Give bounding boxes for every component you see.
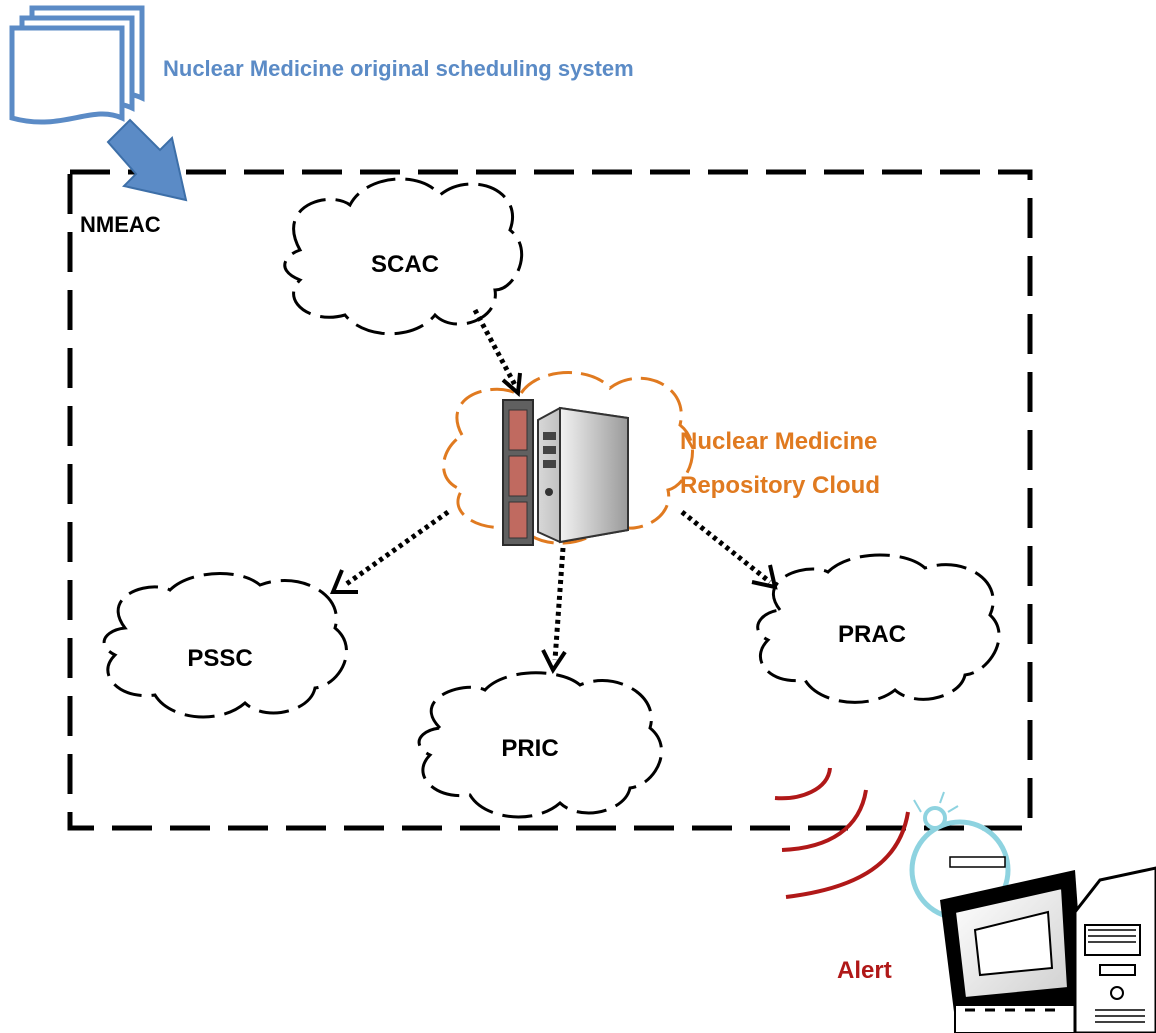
arrow-repository-to-prac <box>680 510 772 584</box>
arrow-repository-to-prac-head <box>751 564 778 590</box>
arrow-repository-to-pssc-head <box>330 569 358 594</box>
prac-cloud: PRAC <box>756 553 1001 704</box>
nmeac-label: NMEAC <box>80 212 161 237</box>
pssc-cloud: PSSC <box>102 572 348 719</box>
arrow-scac-to-repository-head <box>501 372 522 398</box>
source-label: Nuclear Medicine original scheduling sys… <box>163 56 634 81</box>
alert-label: Alert <box>837 957 892 984</box>
repository-label-line1: Nuclear Medicine <box>680 428 877 455</box>
pric-cloud: PRIC <box>417 671 663 819</box>
server-tower-icon <box>502 399 629 546</box>
connector-arrows <box>330 308 778 674</box>
alert-signal-icon <box>774 767 910 899</box>
repository-cloud <box>442 371 694 545</box>
pric-label: PRIC <box>501 735 558 762</box>
scac-cloud: SCAC <box>283 177 525 336</box>
arrow-repository-to-pssc <box>343 509 450 588</box>
nmeac-boundary <box>67 169 1033 831</box>
repository-label-line2: Repository Cloud <box>680 472 880 499</box>
arrow-repository-to-pric-head <box>541 649 567 674</box>
arrow-scac-to-repository <box>472 308 518 387</box>
pssc-label: PSSC <box>187 645 252 672</box>
scac-label: SCAC <box>371 251 439 278</box>
import-arrow-icon <box>106 118 188 202</box>
prac-label: PRAC <box>838 621 906 648</box>
arrow-repository-to-pric <box>552 547 566 661</box>
multi-document-icon <box>9 5 145 125</box>
alert-computer-icon <box>909 791 1156 1033</box>
